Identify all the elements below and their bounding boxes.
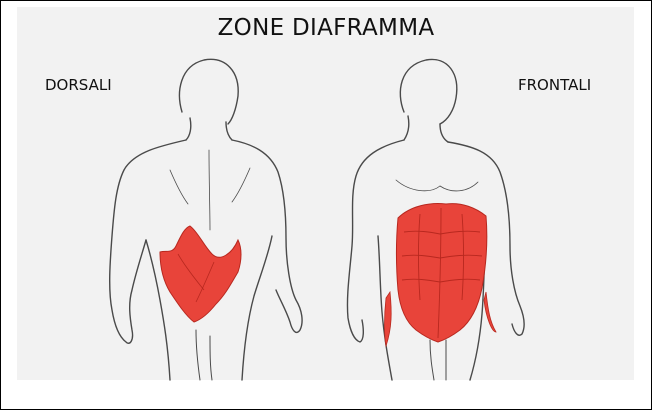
back-diaphragm-zone	[160, 226, 241, 322]
front-oblique-left	[385, 292, 392, 346]
front-diaphragm-zone	[397, 204, 487, 342]
front-oblique-right	[484, 292, 496, 332]
back-figure	[110, 59, 302, 380]
